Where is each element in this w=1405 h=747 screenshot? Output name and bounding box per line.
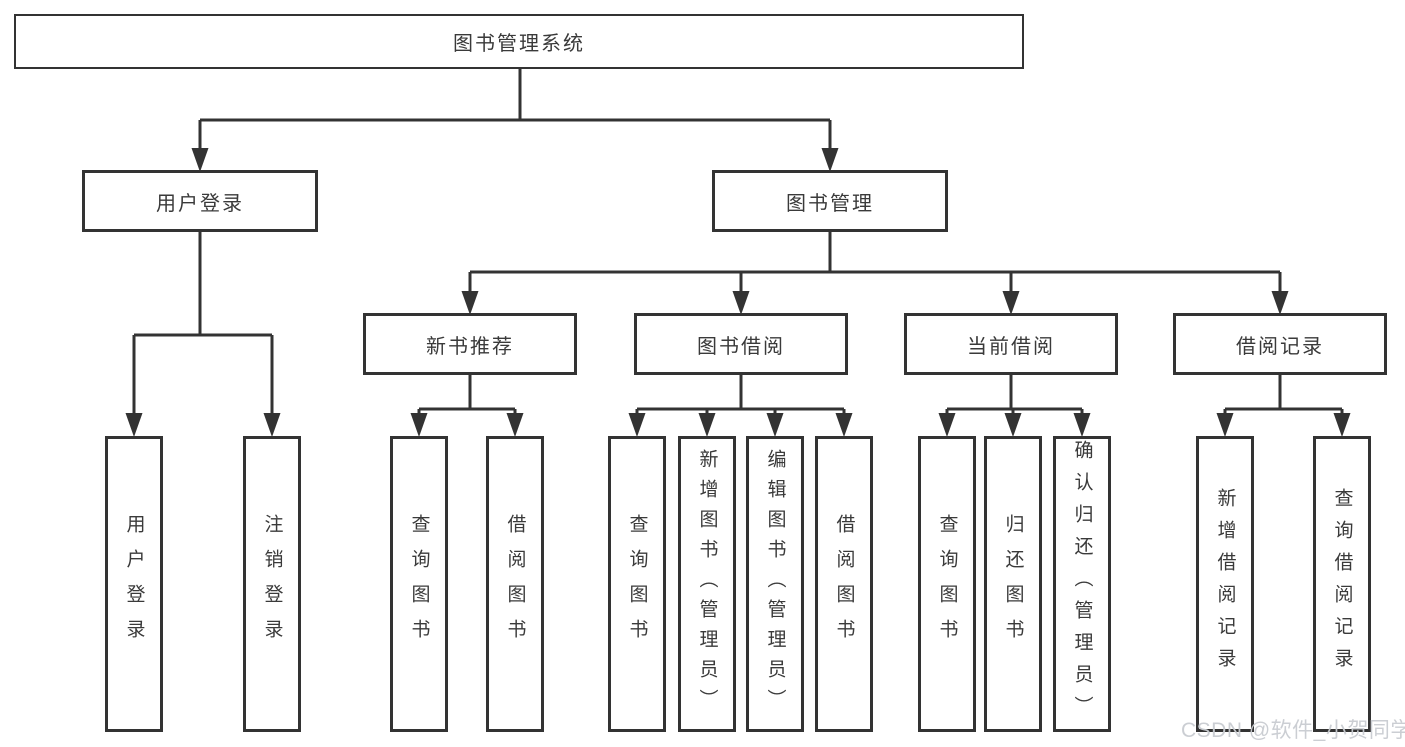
node-current-borrow: 当前借阅 bbox=[904, 313, 1118, 375]
leaf-edit-book-admin: 编辑图书（管理员） bbox=[746, 436, 804, 732]
node-library-management-system: 图书管理系统 bbox=[14, 14, 1024, 69]
leaf-label: 归还图书 bbox=[1002, 514, 1024, 654]
node-book-borrow: 图书借阅 bbox=[634, 313, 848, 375]
leaf-label: 查询图书 bbox=[626, 514, 648, 654]
node-label: 借阅记录 bbox=[1236, 335, 1324, 358]
leaf-borrow-books: 借阅图书 bbox=[815, 436, 873, 732]
leaf-query-borrow-record: 查询借阅记录 bbox=[1313, 436, 1371, 732]
leaf-label: 查询图书 bbox=[408, 514, 430, 654]
leaf-label: 编辑图书（管理员） bbox=[764, 449, 786, 719]
node-borrow-records: 借阅记录 bbox=[1173, 313, 1387, 375]
leaf-query-books-recommend: 查询图书 bbox=[390, 436, 448, 732]
leaf-label: 新增借阅记录 bbox=[1214, 488, 1236, 680]
leaf-add-borrow-record: 新增借阅记录 bbox=[1196, 436, 1254, 732]
leaf-label: 借阅图书 bbox=[833, 514, 855, 654]
leaf-label: 查询借阅记录 bbox=[1331, 488, 1353, 680]
arrowhead-icons bbox=[125, 148, 1351, 437]
node-label: 图书管理 bbox=[786, 192, 874, 215]
leaf-confirm-return-admin: 确认归还（管理员） bbox=[1053, 436, 1111, 732]
leaf-query-books-current: 查询图书 bbox=[918, 436, 976, 732]
node-label: 用户登录 bbox=[156, 192, 244, 215]
node-label: 图书管理系统 bbox=[453, 33, 585, 55]
csdn-watermark: CSDN @软件_小贺同学 bbox=[1181, 719, 1405, 742]
leaf-return-books: 归还图书 bbox=[984, 436, 1042, 732]
leaf-label: 注销登录 bbox=[261, 514, 283, 654]
leaf-user-login: 用户登录 bbox=[105, 436, 163, 732]
leaf-query-books-borrow: 查询图书 bbox=[608, 436, 666, 732]
leaf-label: 查询图书 bbox=[936, 514, 958, 654]
leaf-label: 确认归还（管理员） bbox=[1071, 440, 1093, 728]
node-label: 新书推荐 bbox=[426, 335, 514, 358]
leaf-label: 借阅图书 bbox=[504, 514, 526, 654]
leaf-borrow-books-recommend: 借阅图书 bbox=[486, 436, 544, 732]
node-book-management: 图书管理 bbox=[712, 170, 948, 232]
leaf-label: 用户登录 bbox=[123, 514, 145, 654]
leaf-add-book-admin: 新增图书（管理员） bbox=[678, 436, 736, 732]
leaf-logout: 注销登录 bbox=[243, 436, 301, 732]
node-user-login: 用户登录 bbox=[82, 170, 318, 232]
node-label: 当前借阅 bbox=[967, 335, 1055, 358]
node-label: 图书借阅 bbox=[697, 335, 785, 358]
leaf-label: 新增图书（管理员） bbox=[696, 449, 718, 719]
node-new-book-recommend: 新书推荐 bbox=[363, 313, 577, 375]
